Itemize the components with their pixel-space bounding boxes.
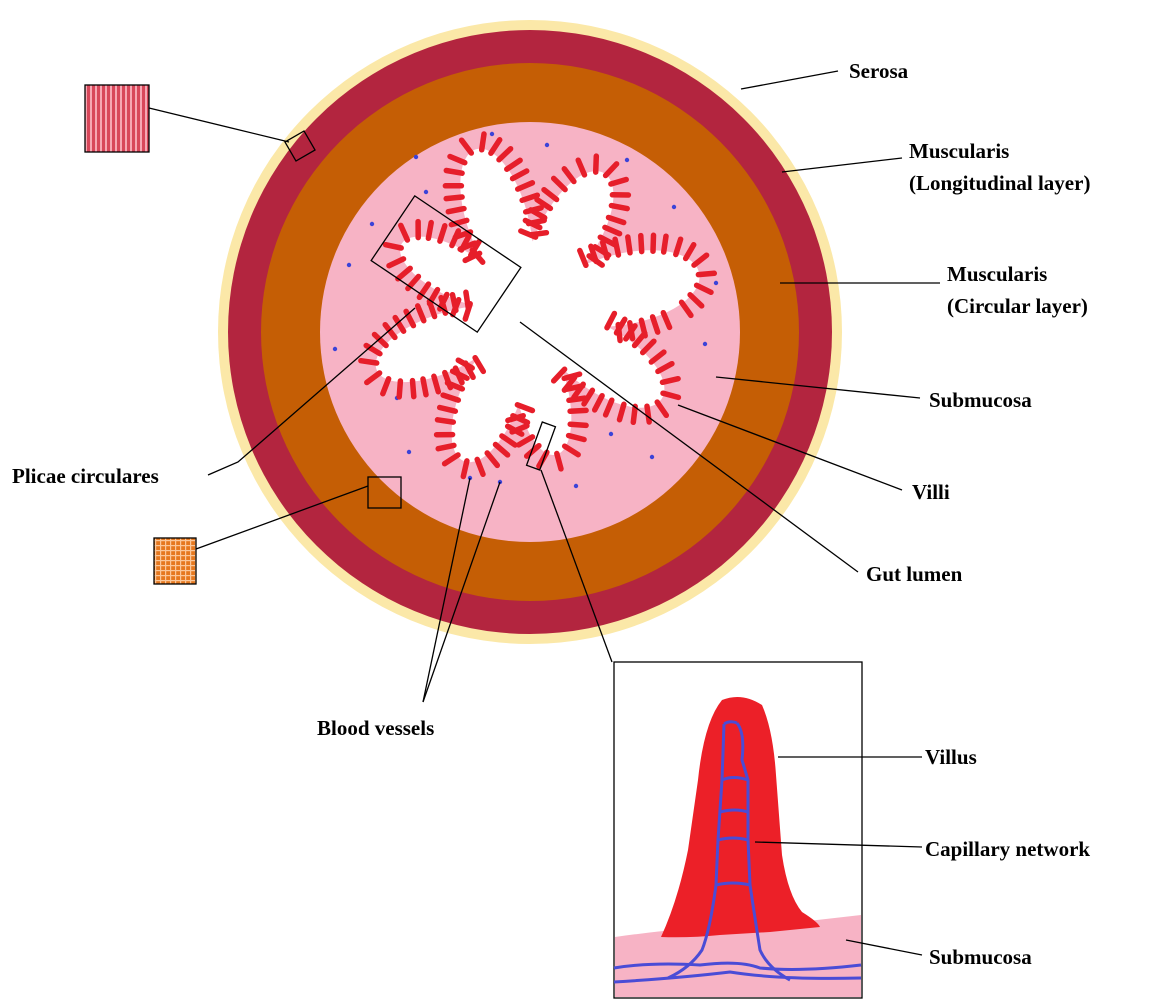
blood-vessel-dot bbox=[490, 132, 494, 136]
muscularis-circular-label: Muscularis bbox=[947, 262, 1047, 286]
serosa-leader bbox=[741, 71, 838, 89]
blood-vessel-dot bbox=[714, 281, 718, 285]
muscularis-longitudinal-sublabel: (Longitudinal layer) bbox=[909, 171, 1090, 195]
villus bbox=[570, 410, 586, 411]
villus bbox=[615, 239, 618, 255]
muscularis-circular-sublabel: (Circular layer) bbox=[947, 294, 1088, 318]
serosa-label: Serosa bbox=[849, 59, 909, 83]
villus-inset bbox=[614, 662, 862, 998]
villus bbox=[653, 235, 654, 251]
villus bbox=[438, 445, 454, 448]
villus bbox=[399, 381, 400, 397]
inset-submucosa-label: Submucosa bbox=[929, 945, 1032, 969]
capillary-network-label: Capillary network bbox=[925, 837, 1090, 861]
blood-vessel-dot bbox=[650, 455, 654, 459]
submucosa-label: Submucosa bbox=[929, 388, 1032, 412]
villus bbox=[641, 236, 642, 252]
villus bbox=[569, 436, 585, 440]
villus bbox=[482, 134, 484, 150]
villus bbox=[446, 171, 462, 174]
villus bbox=[596, 156, 597, 172]
villus bbox=[423, 379, 426, 395]
blood-vessel-dot bbox=[414, 155, 418, 159]
blood-vessel-dot bbox=[407, 450, 411, 454]
blood-vessel-dot bbox=[347, 263, 351, 267]
villus-label: Villus bbox=[925, 745, 977, 769]
villus bbox=[463, 461, 467, 477]
blood-vessel-dot bbox=[672, 205, 676, 209]
villus bbox=[361, 361, 377, 363]
villus bbox=[386, 245, 402, 248]
villus bbox=[567, 386, 583, 389]
villus bbox=[448, 209, 464, 212]
plicae-circulares-label: Plicae circulares bbox=[12, 464, 159, 488]
blood-vessel-dot bbox=[370, 222, 374, 226]
villus bbox=[570, 424, 586, 425]
blood-vessel-dot bbox=[424, 190, 428, 194]
villus bbox=[569, 398, 585, 400]
blood-vessel-dot bbox=[625, 158, 629, 162]
musc-long-leader bbox=[782, 158, 902, 172]
villus bbox=[446, 197, 462, 199]
villus bbox=[440, 408, 456, 412]
villus bbox=[664, 236, 666, 252]
longitudinal-muscle-swatch bbox=[85, 85, 149, 152]
blood-vessel-dot bbox=[333, 347, 337, 351]
villus bbox=[698, 273, 714, 274]
circular-muscle-swatch bbox=[154, 538, 196, 584]
muscularis-longitudinal-label: Muscularis bbox=[909, 139, 1009, 163]
villus bbox=[428, 223, 431, 239]
blood-vessel-dot bbox=[574, 484, 578, 488]
villi-label: Villi bbox=[912, 480, 950, 504]
villus bbox=[633, 406, 635, 422]
blood-vessel-dot bbox=[703, 342, 707, 346]
villus bbox=[611, 206, 627, 209]
villus bbox=[438, 420, 454, 422]
villus bbox=[663, 379, 679, 383]
blood-vessel-dot bbox=[609, 432, 613, 436]
blood-vessels-label: Blood vessels bbox=[317, 716, 434, 740]
gut-lumen-label: Gut lumen bbox=[866, 562, 963, 586]
villus bbox=[647, 406, 649, 422]
villus bbox=[628, 237, 630, 253]
longitudinal-swatch-line bbox=[149, 108, 289, 142]
blood-vessel-dot bbox=[545, 143, 549, 147]
villus bbox=[413, 381, 414, 397]
